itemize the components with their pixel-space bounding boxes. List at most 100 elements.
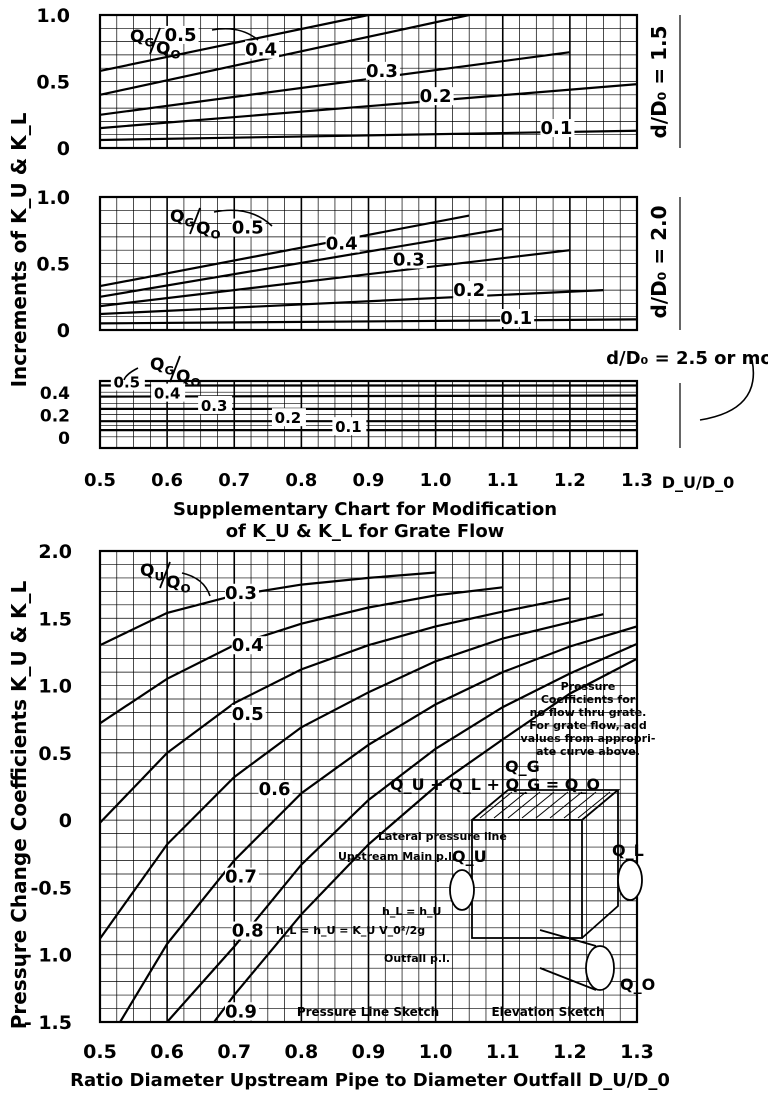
family-numerator: QG [170, 207, 194, 229]
note-line: For grate flow, add [529, 719, 647, 732]
family-slash [149, 27, 161, 55]
y-tick-label: 0.4 [40, 384, 70, 404]
curve-label-top3-0.3: 0.3 [201, 397, 228, 415]
flow-label-qg: Q_G [505, 757, 540, 776]
curve-label-bg [271, 408, 306, 427]
y-tick-label: 0 [57, 138, 70, 160]
curve-top1-0.5 [99, 13, 369, 72]
curve-label-bg [224, 867, 259, 886]
curve-label-top1-0.2: 0.2 [420, 86, 452, 107]
flow-label-qu: Q_U [452, 847, 487, 866]
family-denominator: QO [176, 367, 201, 389]
curve-main-0.5 [99, 597, 571, 824]
curve-label-top1-0.3: 0.3 [366, 61, 398, 82]
sketch-upstream-label: Upstream Main p.l. [338, 850, 456, 863]
ratio-label-1-5: d/D₀ = 1.5 [647, 25, 671, 138]
y-tick-label-main: 1.5 [38, 608, 72, 630]
top-y-label-text: Increments of K_U & K_L [7, 112, 31, 387]
ratio-label-2-0-text: d/D₀ = 2.0 [647, 205, 671, 318]
curve-top2-0.4 [99, 227, 503, 298]
ratio-arrow [699, 359, 755, 421]
upstream-pipe [449, 869, 475, 911]
grate-bar [577, 791, 611, 819]
y-tick-label: 0.5 [36, 254, 70, 276]
x-tick-label-supp: 0.7 [218, 470, 250, 491]
note-line: no flow thru grate. [530, 706, 647, 719]
curve-top2-0.5 [99, 214, 470, 288]
grate-bar [535, 791, 569, 819]
x-tick-label-supp: 1.0 [420, 470, 452, 491]
main-y-label-text: Pressure Change Coefficients K_U & K_L [7, 580, 31, 1029]
curve-label-top2-0.3: 0.3 [393, 250, 425, 271]
note-line: ate curve above. [536, 745, 640, 758]
x-tick-label-supp: 1.1 [487, 470, 519, 491]
main-x-label: Ratio Diameter Upstream Pipe to Diameter… [70, 1070, 670, 1091]
sketch-lateral-label: Lateral pressure line [378, 830, 507, 843]
curve-label-main-0.8: 0.8 [232, 921, 264, 942]
y-tick-label: 0 [57, 320, 70, 342]
curve-label-bg [231, 921, 266, 940]
y-tick-label-main: 0 [59, 810, 72, 832]
y-tick-label-main: - 1.5 [24, 1012, 72, 1034]
family-slash [189, 207, 201, 235]
curve-label-bg [392, 250, 427, 269]
family-slash [159, 561, 171, 589]
curve-label-top1-0.4: 0.4 [245, 40, 277, 61]
family-numerator: QG [150, 355, 174, 377]
curve-label-bg [231, 218, 266, 237]
family-denominator: QO [156, 39, 181, 61]
x-tick-label-supp: 0.8 [285, 470, 317, 491]
family-denominator: QO [166, 573, 191, 595]
curve-top1-0.4 [99, 13, 470, 96]
curve-label-main-0.4: 0.4 [232, 635, 264, 656]
ratio-label-2-5: d/D₀ = 2.5 or more [606, 348, 768, 369]
y-tick-label: 0.2 [40, 407, 70, 427]
x-tick-label-main: 0.6 [150, 1041, 184, 1063]
curve-label-bg [500, 309, 535, 328]
flow-label-ql: Q_L [612, 841, 644, 860]
ratio-label-1-5-text: d/D₀ = 1.5 [647, 25, 671, 138]
grate-bar [563, 791, 597, 819]
curve-main-0.6 [99, 613, 604, 940]
y-tick-label: 0 [58, 429, 70, 449]
curve-label-bg [332, 417, 367, 436]
curve-top2-0.3 [99, 249, 571, 308]
curve-label-bg [540, 119, 575, 138]
curve-label-main-0.9: 0.9 [225, 1001, 257, 1022]
y-tick-label: 1.0 [36, 5, 70, 27]
lateral-pipe [617, 859, 643, 901]
family-arrow [211, 27, 259, 41]
top-y-label: Increments of K_U & K_L [7, 112, 31, 387]
supp-caption-line1: Supplementary Chart for Modification [173, 499, 557, 520]
curve-label-top2-0.1: 0.1 [500, 308, 532, 329]
y-tick-label-main: 2.0 [38, 541, 72, 563]
curve-label-bg [164, 25, 199, 44]
sketch-outfall-label: Outfall p.l. [384, 952, 450, 965]
supp-caption-line2: of K_U & K_L for Grate Flow [226, 521, 505, 542]
sketch-box-side [581, 790, 619, 939]
x-tick-label-supp: 0.9 [353, 470, 385, 491]
family-arrow [123, 367, 139, 381]
y-tick-label-main: 0.5 [38, 743, 72, 765]
y-tick-label-main: -0.5 [30, 877, 72, 899]
sketch-box-top [471, 789, 621, 821]
outfall-pipe-body [539, 929, 597, 991]
text-layer: 0.5 0.4 0.3 0.2 0.1 0.5 0.4 0.3 0.2 0.1 0.5 0.4 0.3 0… [7, 5, 768, 1091]
curve-label-bg [419, 87, 454, 106]
curve-label-top3-0.5: 0.5 [114, 373, 141, 391]
outfall-pipe [585, 945, 615, 991]
curve-label-top1-0.1: 0.1 [541, 118, 573, 139]
elevation-caption: Elevation Sketch [491, 1005, 604, 1019]
curve-label-top2-0.5: 0.5 [232, 218, 264, 239]
sketch-layer [449, 789, 643, 991]
grate-bar [493, 791, 527, 819]
curve-top3-0.4 [99, 394, 638, 398]
family-numerator: QU [140, 561, 164, 583]
x-tick-label-main: 1.0 [419, 1041, 453, 1063]
x-tick-label-main: 1.2 [553, 1041, 587, 1063]
curve-label-main-0.3: 0.3 [225, 583, 257, 604]
x-tick-label-main: 0.8 [285, 1041, 319, 1063]
